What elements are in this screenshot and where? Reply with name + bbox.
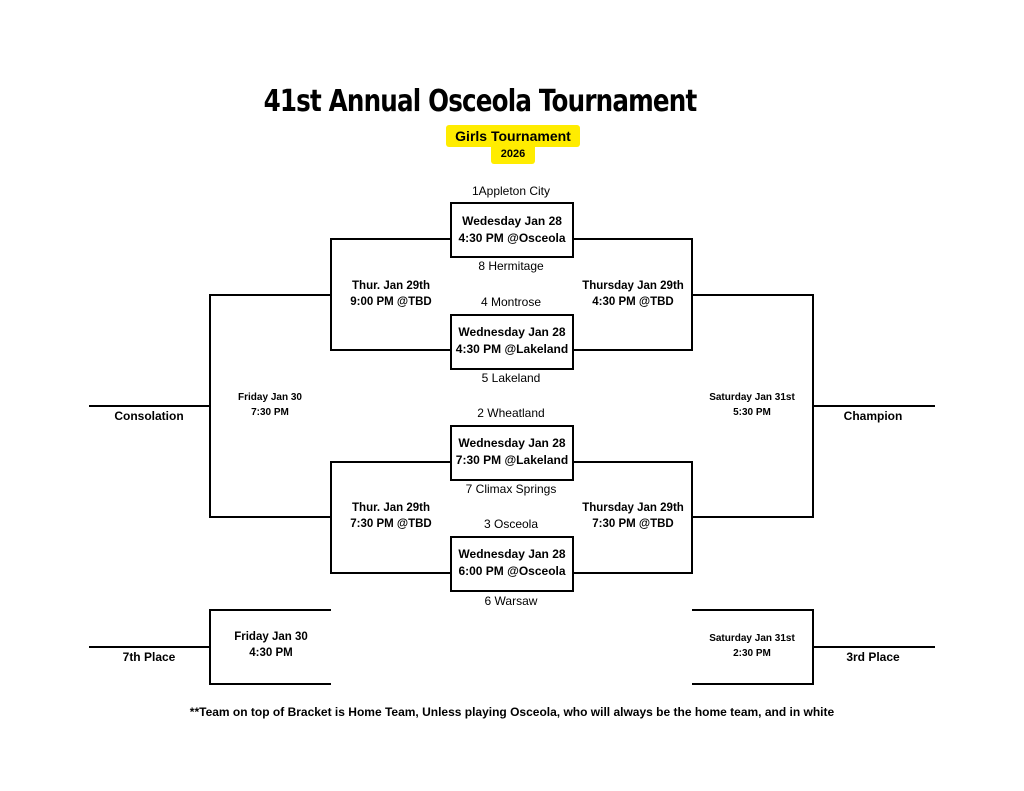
game-day: Thursday Jan 29th (582, 280, 684, 292)
team-label: 4 Montrose (480, 295, 542, 309)
game-day: Saturday Jan 31st (709, 392, 795, 403)
third-place-label: 3rd Place (846, 650, 900, 664)
game-time: 7:30 PM @TBD (350, 518, 432, 530)
game-time: 7:30 PM (251, 407, 289, 418)
team-label: 7 Climax Springs (465, 482, 557, 496)
winner-semi-info: Thursday Jan 29th 4:30 PM @TBD (553, 278, 713, 310)
game-day: Wednesday Jan 28 (458, 436, 566, 450)
game-time: 4:30 PM @Osceola (458, 231, 566, 245)
subtitle-badge: Girls Tournament (446, 125, 580, 147)
third-place-info: Saturday Jan 31st 2:30 PM (682, 631, 822, 661)
year-badge: 2026 (491, 144, 535, 164)
seventh-place-label: 7th Place (122, 650, 176, 664)
team-label: 8 Hermitage (478, 259, 544, 273)
game-box: Wednesday Jan 28 7:30 PM @Lakeland (450, 425, 574, 481)
game-day: Wednesday Jan 28 (458, 325, 566, 339)
game-time: 2:30 PM (733, 648, 771, 659)
winner-semi-info: Thursday Jan 29th 7:30 PM @TBD (553, 500, 713, 532)
game-time: 9:00 PM @TBD (350, 296, 432, 308)
game-time: 5:30 PM (733, 407, 771, 418)
game-day: Thur. Jan 29th (352, 502, 430, 514)
game-day: Friday Jan 30 (238, 392, 302, 403)
team-label: 2 Wheatland (477, 406, 545, 420)
game-time: 7:30 PM @Lakeland (455, 453, 569, 467)
game-time: 4:30 PM (249, 647, 293, 659)
game-day: Wedesday Jan 28 (462, 214, 562, 228)
game-box: Wedesday Jan 28 4:30 PM @Osceola (450, 202, 574, 258)
game-day: Saturday Jan 31st (709, 633, 795, 644)
page-title: 41st Annual Osceola Tournament (263, 84, 698, 119)
seventh-place-info: Friday Jan 30 4:30 PM (191, 629, 351, 661)
team-label: 3 Osceola (483, 517, 539, 531)
game-time: 4:30 PM @TBD (592, 296, 674, 308)
team-label: 1Appleton City (471, 184, 551, 198)
game-time: 7:30 PM @TBD (592, 518, 674, 530)
team-label: 6 Warsaw (484, 594, 538, 608)
game-day: Friday Jan 30 (234, 631, 308, 643)
game-box: Wednesday Jan 28 4:30 PM @Lakeland (450, 314, 574, 370)
champion-label: Champion (843, 409, 903, 423)
game-time: 6:00 PM @Osceola (458, 564, 566, 578)
game-box: Wednesday Jan 28 6:00 PM @Osceola (450, 536, 574, 592)
consolation-semi-info: Thur. Jan 29th 9:00 PM @TBD (311, 278, 471, 310)
championship-info: Saturday Jan 31st 5:30 PM (682, 390, 822, 420)
consolation-final-info: Friday Jan 30 7:30 PM (200, 390, 340, 420)
game-day: Thursday Jan 29th (582, 502, 684, 514)
consolation-label: Consolation (114, 409, 184, 423)
team-label: 5 Lakeland (481, 371, 541, 385)
game-day: Wednesday Jan 28 (458, 547, 566, 561)
consolation-semi-info: Thur. Jan 29th 7:30 PM @TBD (311, 500, 471, 532)
footnote: **Team on top of Bracket is Home Team, U… (189, 705, 835, 719)
game-time: 4:30 PM @Lakeland (455, 342, 569, 356)
game-day: Thur. Jan 29th (352, 280, 430, 292)
